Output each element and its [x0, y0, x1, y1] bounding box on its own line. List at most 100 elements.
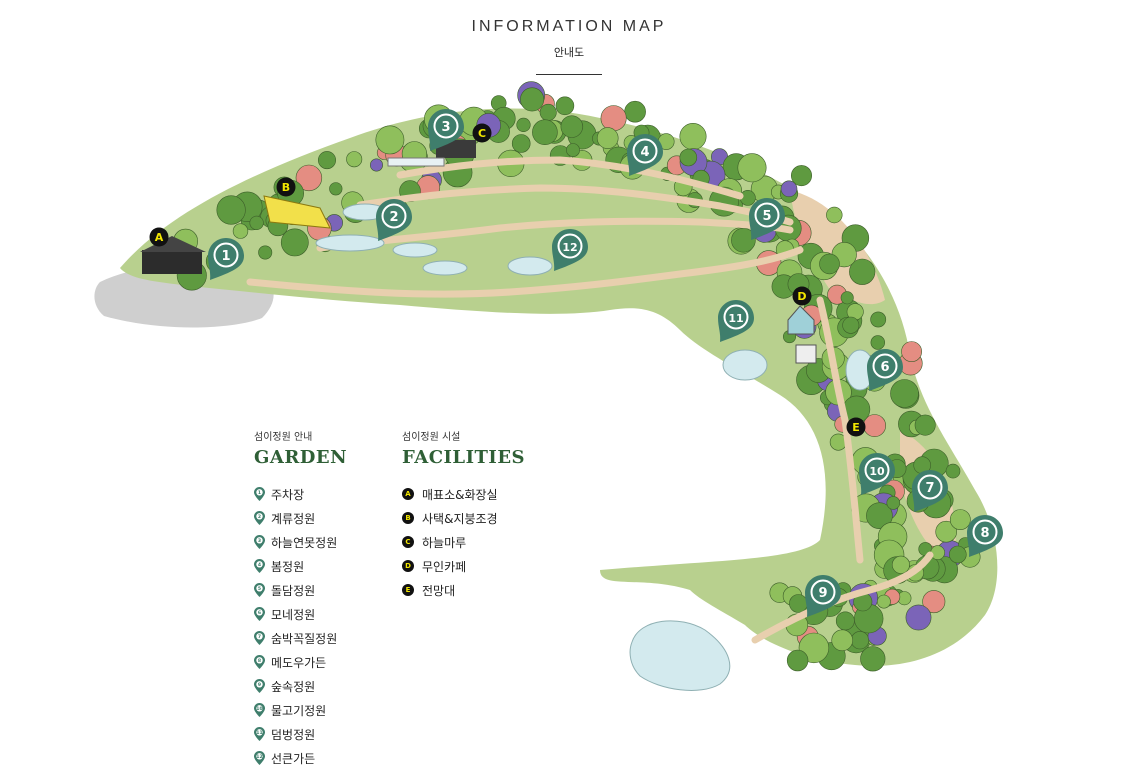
- facility-legend-label: 무인카페: [422, 559, 467, 574]
- garden-map-pin[interactable]: 6: [867, 349, 903, 391]
- svg-text:3: 3: [258, 538, 261, 544]
- garden-map-pin[interactable]: 10: [859, 453, 895, 495]
- garden-legend-item[interactable]: 3 하늘연못정원: [254, 530, 347, 554]
- garden-map-pin[interactable]: 2: [376, 199, 412, 241]
- pin-ring: [433, 113, 459, 139]
- garden-map-pin[interactable]: 5: [749, 198, 785, 240]
- facility-badge-letter: E: [852, 421, 860, 434]
- tree: [216, 195, 246, 225]
- pin-ring: [557, 233, 583, 259]
- garden-map-pin[interactable]: 1: [208, 238, 244, 280]
- garden-legend-item[interactable]: 5 돌담정원: [254, 578, 347, 602]
- tree: [901, 341, 923, 363]
- facility-map-badge[interactable]: C: [472, 123, 492, 143]
- pin-ring: [213, 242, 239, 268]
- garden-legend-item[interactable]: 9 숲속정원: [254, 674, 347, 698]
- tree: [831, 629, 854, 652]
- pin-number: 7: [925, 481, 934, 496]
- tree: [826, 206, 843, 224]
- pin-ring: [872, 353, 898, 379]
- tree: [780, 180, 798, 198]
- observatory-building: [795, 344, 817, 364]
- garden-legend-label: 숲속정원: [271, 679, 316, 694]
- svg-text:10: 10: [256, 706, 262, 712]
- map-pin-icon: 11: [254, 727, 265, 741]
- svg-text:6: 6: [258, 610, 261, 616]
- garden-legend-label: 돌담정원: [271, 583, 316, 598]
- garden-legend-label: 하늘연못정원: [271, 535, 338, 550]
- pond: [722, 349, 768, 381]
- facility-badge-icon: [846, 417, 866, 437]
- map-pin-icon: 9: [254, 679, 265, 693]
- garden-map-pin[interactable]: 4: [627, 134, 663, 176]
- tree: [566, 143, 580, 157]
- garden-map-pin[interactable]: 11: [718, 300, 754, 342]
- pin-number: 9: [818, 586, 827, 601]
- facility-badge-letter: C: [478, 127, 486, 140]
- pond: [422, 260, 468, 276]
- map-pin-icon: 6: [254, 607, 265, 621]
- tree: [520, 87, 545, 112]
- facility-legend-item[interactable]: D 무인카페: [402, 554, 525, 578]
- svg-text:11: 11: [256, 730, 262, 736]
- map-pin-icon: 4: [254, 559, 265, 573]
- tree: [249, 215, 264, 230]
- facility-badge-icon: [276, 177, 296, 197]
- pin-ring: [810, 579, 836, 605]
- garden-path: [751, 551, 934, 644]
- tree: [624, 100, 646, 123]
- garden-map-pin[interactable]: 8: [967, 515, 1003, 557]
- facility-map-badge[interactable]: D: [792, 286, 812, 306]
- facility-map-badge[interactable]: A: [149, 227, 169, 247]
- tree: [890, 379, 919, 408]
- facility-map-badge[interactable]: B: [276, 177, 296, 197]
- ticket-office-building: [142, 250, 202, 274]
- map-pin-icon: 10: [254, 703, 265, 717]
- tree: [317, 151, 336, 170]
- tree: [280, 228, 309, 257]
- pin-number: 12: [562, 241, 577, 254]
- facility-legend-label: 매표소&화장실: [422, 487, 498, 502]
- tree: [295, 164, 323, 192]
- map-pin-icon: 1: [254, 487, 265, 501]
- tree: [819, 253, 840, 275]
- svg-text:8: 8: [258, 658, 261, 664]
- pin-ring: [917, 474, 943, 500]
- pin-number: 4: [640, 145, 649, 160]
- tree: [679, 148, 698, 167]
- tree: [842, 316, 860, 334]
- tree: [850, 631, 870, 650]
- facility-map-badge[interactable]: E: [846, 417, 866, 437]
- garden-legend-label: 계류정원: [271, 511, 316, 526]
- garden-legend-label: 선큰가든: [271, 751, 316, 766]
- facility-badge-letter: B: [282, 181, 290, 194]
- tree: [369, 158, 383, 172]
- garden-map-pin[interactable]: 7: [912, 470, 948, 512]
- pin-ring: [723, 304, 749, 330]
- house-rooftop-garden: [263, 195, 331, 229]
- tree: [860, 646, 886, 672]
- svg-text:5: 5: [258, 586, 261, 592]
- pin-ring: [754, 202, 780, 228]
- garden-map-pin[interactable]: 9: [805, 575, 841, 617]
- garden-path: [246, 246, 804, 298]
- garden-map-pin[interactable]: 12: [552, 229, 588, 271]
- tree: [555, 96, 575, 116]
- tree: [532, 119, 558, 145]
- facility-badge-icon: D: [402, 560, 414, 572]
- garden-map-pin[interactable]: 3: [428, 109, 464, 151]
